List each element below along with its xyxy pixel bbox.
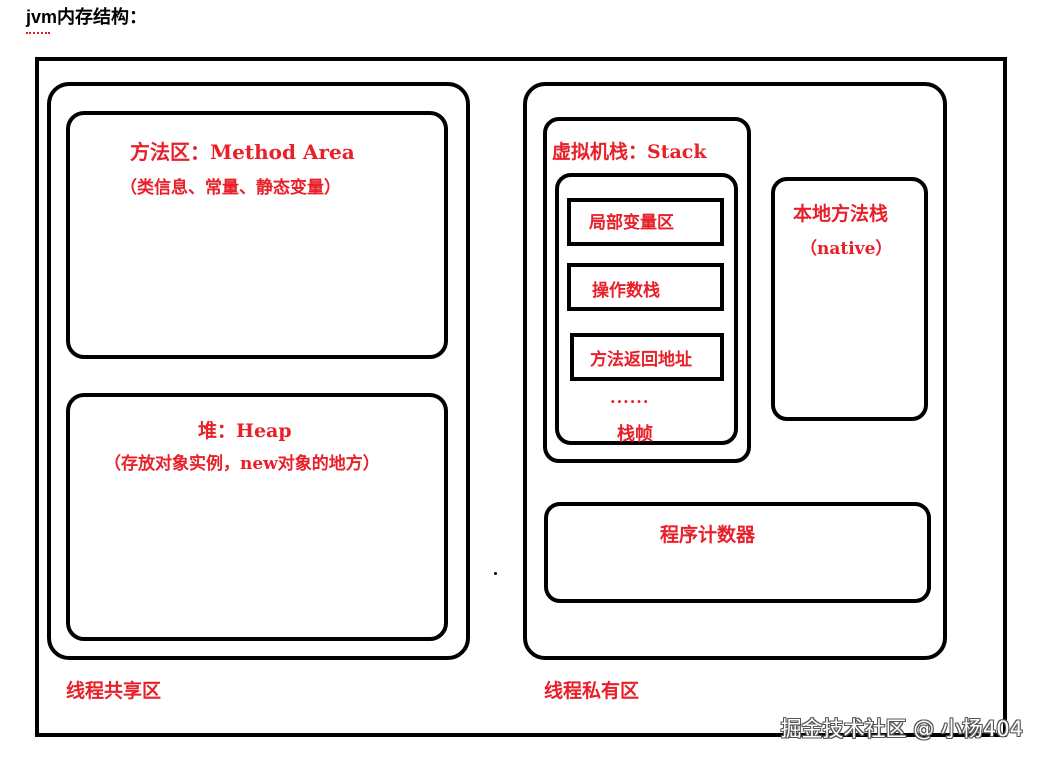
local-variables-box (567, 198, 724, 246)
shared-region-label: 线程共享区 (66, 680, 162, 702)
watermark: 掘金技术社区 @ 小杨404 (780, 717, 1023, 741)
local-variables-label: 局部变量区 (589, 213, 674, 233)
private-region-label: 线程私有区 (544, 680, 640, 702)
native-stack-box (771, 177, 928, 421)
program-counter-title: 程序计数器 (660, 524, 756, 546)
native-stack-title: 本地方法栈 (793, 203, 889, 225)
program-counter-box (544, 502, 931, 603)
operand-stack-label: 操作数栈 (592, 281, 660, 301)
frame-ellipsis: ...... (610, 388, 650, 407)
method-area-box (66, 111, 448, 359)
method-area-title: 方法区：Method Area (130, 140, 355, 164)
heap-subtitle: （存放对象实例，new对象的地方） (104, 454, 380, 474)
stack-frame-label: 栈帧 (617, 424, 653, 445)
heap-title: 堆：Heap (198, 420, 292, 442)
spellcheck-underline (26, 29, 50, 34)
return-address-box (570, 333, 724, 381)
page-title: jvm内存结构： (26, 7, 148, 27)
return-address-label: 方法返回地址 (590, 350, 692, 370)
operand-stack-box (567, 263, 724, 311)
stray-dot (494, 572, 497, 575)
vm-stack-title: 虚拟机栈：Stack (552, 141, 707, 163)
method-area-subtitle: （类信息、常量、静态变量） (120, 178, 341, 198)
heap-box (66, 393, 448, 641)
native-stack-subtitle: （native） (800, 239, 893, 259)
